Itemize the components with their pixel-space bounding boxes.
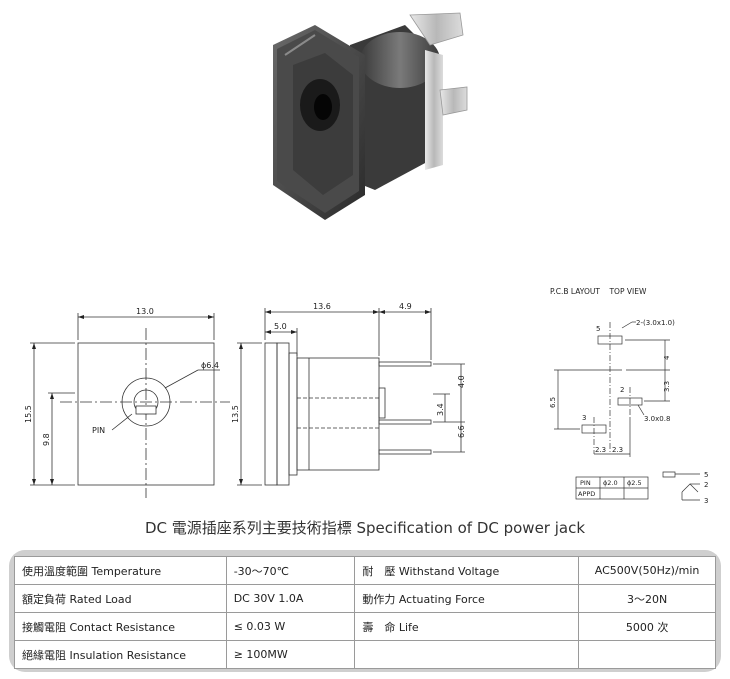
pcb-layout-drawing: P.C.B LAYOUT TOP VIEW [549,287,708,505]
pad-label-2: 2 [620,386,624,394]
dim-2-3-b: 2.3 [612,446,623,454]
pad-label-3: 3 [582,414,586,422]
spec-key: 動作力 Actuating Force [354,584,580,613]
side-pin-gap-1: 4.0 [457,375,466,388]
side-view-drawing: 13.6 4.9 5.0 13.5 4.0 3.4 6.6 [231,302,466,486]
spec-value: -30～70℃ [225,556,356,585]
spec-value [578,640,716,669]
spec-caption: DC 電源插座系列主要技術指標 Specification of DC powe… [144,519,586,537]
spec-value: 5000 次 [578,612,716,641]
table-row: 使用溫度範圍 Temperature -30～70℃ 耐 壓 Withstand… [14,556,716,585]
spec-key: 壽 命 Life [354,612,580,641]
side-pin-gap-2: 3.4 [436,403,445,416]
side-length-dim: 13.6 [313,302,331,311]
schematic-label-3: 3 [704,497,708,505]
table-row: 絕緣電阻 Insulation Resistance ≥ 100MW [14,640,716,669]
spec-value: 3～20N [578,584,716,613]
front-view-drawing: 13.0 15.5 9.8 ϕ6.4 PIN [24,307,230,498]
front-pin-label: PIN [92,426,105,435]
pin-table-h2: ϕ2.5 [627,479,642,487]
dim-3-3: 3.3 [663,381,671,392]
schematic-label-2: 2 [704,481,708,489]
front-height-dim: 15.5 [24,405,33,423]
spec-key: 接觸電阻 Contact Resistance [14,612,227,641]
pcb-title: P.C.B LAYOUT TOP VIEW [550,287,647,296]
spec-key: 額定負荷 Rated Load [14,584,227,613]
pin-table-h0: PIN [580,479,591,487]
side-flange-dim: 5.0 [274,322,287,331]
dim-6-5: 6.5 [549,397,557,408]
table-row: 接觸電阻 Contact Resistance ≤ 0.03 W 壽 命 Lif… [14,612,716,641]
spec-table: 使用溫度範圍 Temperature -30～70℃ 耐 壓 Withstand… [14,556,716,669]
schematic-label-5: 5 [704,471,708,479]
front-hole-dim: ϕ6.4 [201,361,219,370]
spec-key: 使用溫度範圍 Temperature [14,556,227,585]
spec-key [354,640,580,669]
pin-table-r0: APPD [578,490,595,498]
side-tab-dim: 4.9 [399,302,412,311]
spec-value: AC500V(50Hz)/min [578,556,716,585]
pin-table-h1: ϕ2.0 [603,479,618,487]
front-width-dim: 13.0 [136,307,154,316]
product-photo [273,12,468,220]
spec-key: 絕緣電阻 Insulation Resistance [14,640,227,669]
table-row: 額定負荷 Rated Load DC 30V 1.0A 動作力 Actuatin… [14,584,716,613]
dim-4: 4 [663,355,671,360]
spec-value: DC 30V 1.0A [225,584,356,613]
side-height-dim: 13.5 [231,405,240,423]
spec-key: 耐 壓 Withstand Voltage [354,556,580,585]
dim-2-3-a: 2.3 [595,446,606,454]
spec-table-frame: 使用溫度範圍 Temperature -30～70℃ 耐 壓 Withstand… [9,550,721,672]
spec-value: ≤ 0.03 W [225,612,356,641]
pad-size-2: 3.0x0.8 [644,415,670,423]
pad-size-1: 2-(3.0x1.0) [636,319,675,327]
spec-value: ≥ 100MW [225,640,356,669]
front-inner-dim: 9.8 [42,433,51,446]
side-pin-span: 6.6 [457,425,466,438]
pad-label-1: 5 [596,325,600,333]
